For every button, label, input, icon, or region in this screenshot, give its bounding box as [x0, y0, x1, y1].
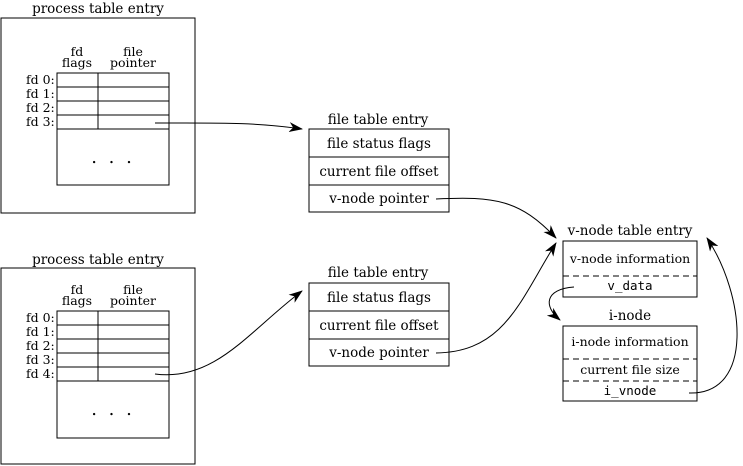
inode-title: i-node	[609, 308, 651, 324]
process-table-2-col-flags-line1: fd	[71, 282, 84, 297]
process-table-1-col-pointer-line2: pointer	[110, 55, 156, 70]
arrow-fd3-to-file-table-1	[154, 122, 303, 133]
process-table-1-title: process table entry	[32, 1, 164, 17]
arrow-file-table-2-to-vnode	[435, 242, 557, 354]
arrow-vdata-to-inode	[546, 286, 575, 321]
process-table-2-col-pointer-line1: file	[123, 282, 143, 297]
file-table-2-title: file table entry	[328, 265, 429, 281]
process-table-2-fd-label: fd 3:	[26, 352, 55, 367]
file-table-2-frame	[308, 282, 450, 367]
file-table-2-status-flags: file status flags	[327, 290, 431, 306]
process-table-2-fd-label: fd 1:	[26, 324, 55, 339]
file-table-1-offset: current file offset	[319, 164, 439, 180]
process-table-2-ellipsis: . . .	[91, 399, 135, 420]
inode-current-file-size: current file size	[580, 362, 680, 377]
file-table-1-frame	[308, 128, 450, 213]
process-table-2-fd-label: fd 4:	[26, 366, 55, 381]
inode-i-vnode: i_vnode	[604, 383, 657, 398]
process-table-1-fd-label: fd 3:	[26, 114, 55, 129]
file-table-2-offset: current file offset	[319, 318, 439, 334]
process-table-2-fd-label: fd 2:	[26, 338, 55, 353]
process-table-2-fd-array	[56, 310, 170, 439]
process-table-2-title: process table entry	[32, 252, 164, 268]
process-table-2-col-pointer-line2: pointer	[110, 293, 156, 308]
vnode-table-title: v-node table entry	[567, 223, 693, 239]
inode-information: i-node information	[571, 334, 688, 349]
vnode-table-entry: v-node table entry v-node information v_…	[562, 223, 698, 298]
vnode-table-frame	[562, 240, 698, 298]
vnode-information: v-node information	[569, 251, 690, 266]
file-table-1-status-flags: file status flags	[327, 136, 431, 152]
process-table-1-col-flags-line1: fd	[71, 44, 84, 59]
file-table-1-title: file table entry	[328, 112, 429, 128]
arrow-ivnode-to-vnode	[688, 237, 738, 394]
inode-frame	[562, 325, 698, 402]
file-table-2-vnode-pointer: v-node pointer	[328, 345, 429, 361]
process-table-2-fd-label: fd 0:	[26, 310, 55, 325]
process-table-1-col-pointer-line1: file	[123, 44, 143, 59]
arrow-fd4-to-file-table-2	[154, 290, 303, 376]
process-table-entry-1: process table entry fd flags file pointe…	[0, 1, 196, 214]
file-table-entry-2: file table entry file status flags curre…	[308, 265, 450, 367]
file-table-1-vnode-pointer: v-node pointer	[328, 191, 429, 207]
process-table-1-fd-label: fd 0:	[26, 72, 55, 87]
process-table-1-ellipsis: . . .	[91, 147, 135, 168]
vnode-v-data: v_data	[607, 278, 652, 293]
process-table-1-fd-label: fd 2:	[26, 100, 55, 115]
arrow-file-table-1-to-vnode	[435, 197, 557, 239]
process-table-1-col-flags-line2: flags	[62, 55, 92, 70]
process-table-2-col-flags-line2: flags	[62, 293, 92, 308]
inode-entry: i-node i-node information current file s…	[562, 308, 698, 402]
process-table-1-fd-label: fd 1:	[26, 86, 55, 101]
process-table-entry-2: process table entry fd flags file pointe…	[0, 252, 196, 465]
file-table-entry-1: file table entry file status flags curre…	[308, 112, 450, 213]
